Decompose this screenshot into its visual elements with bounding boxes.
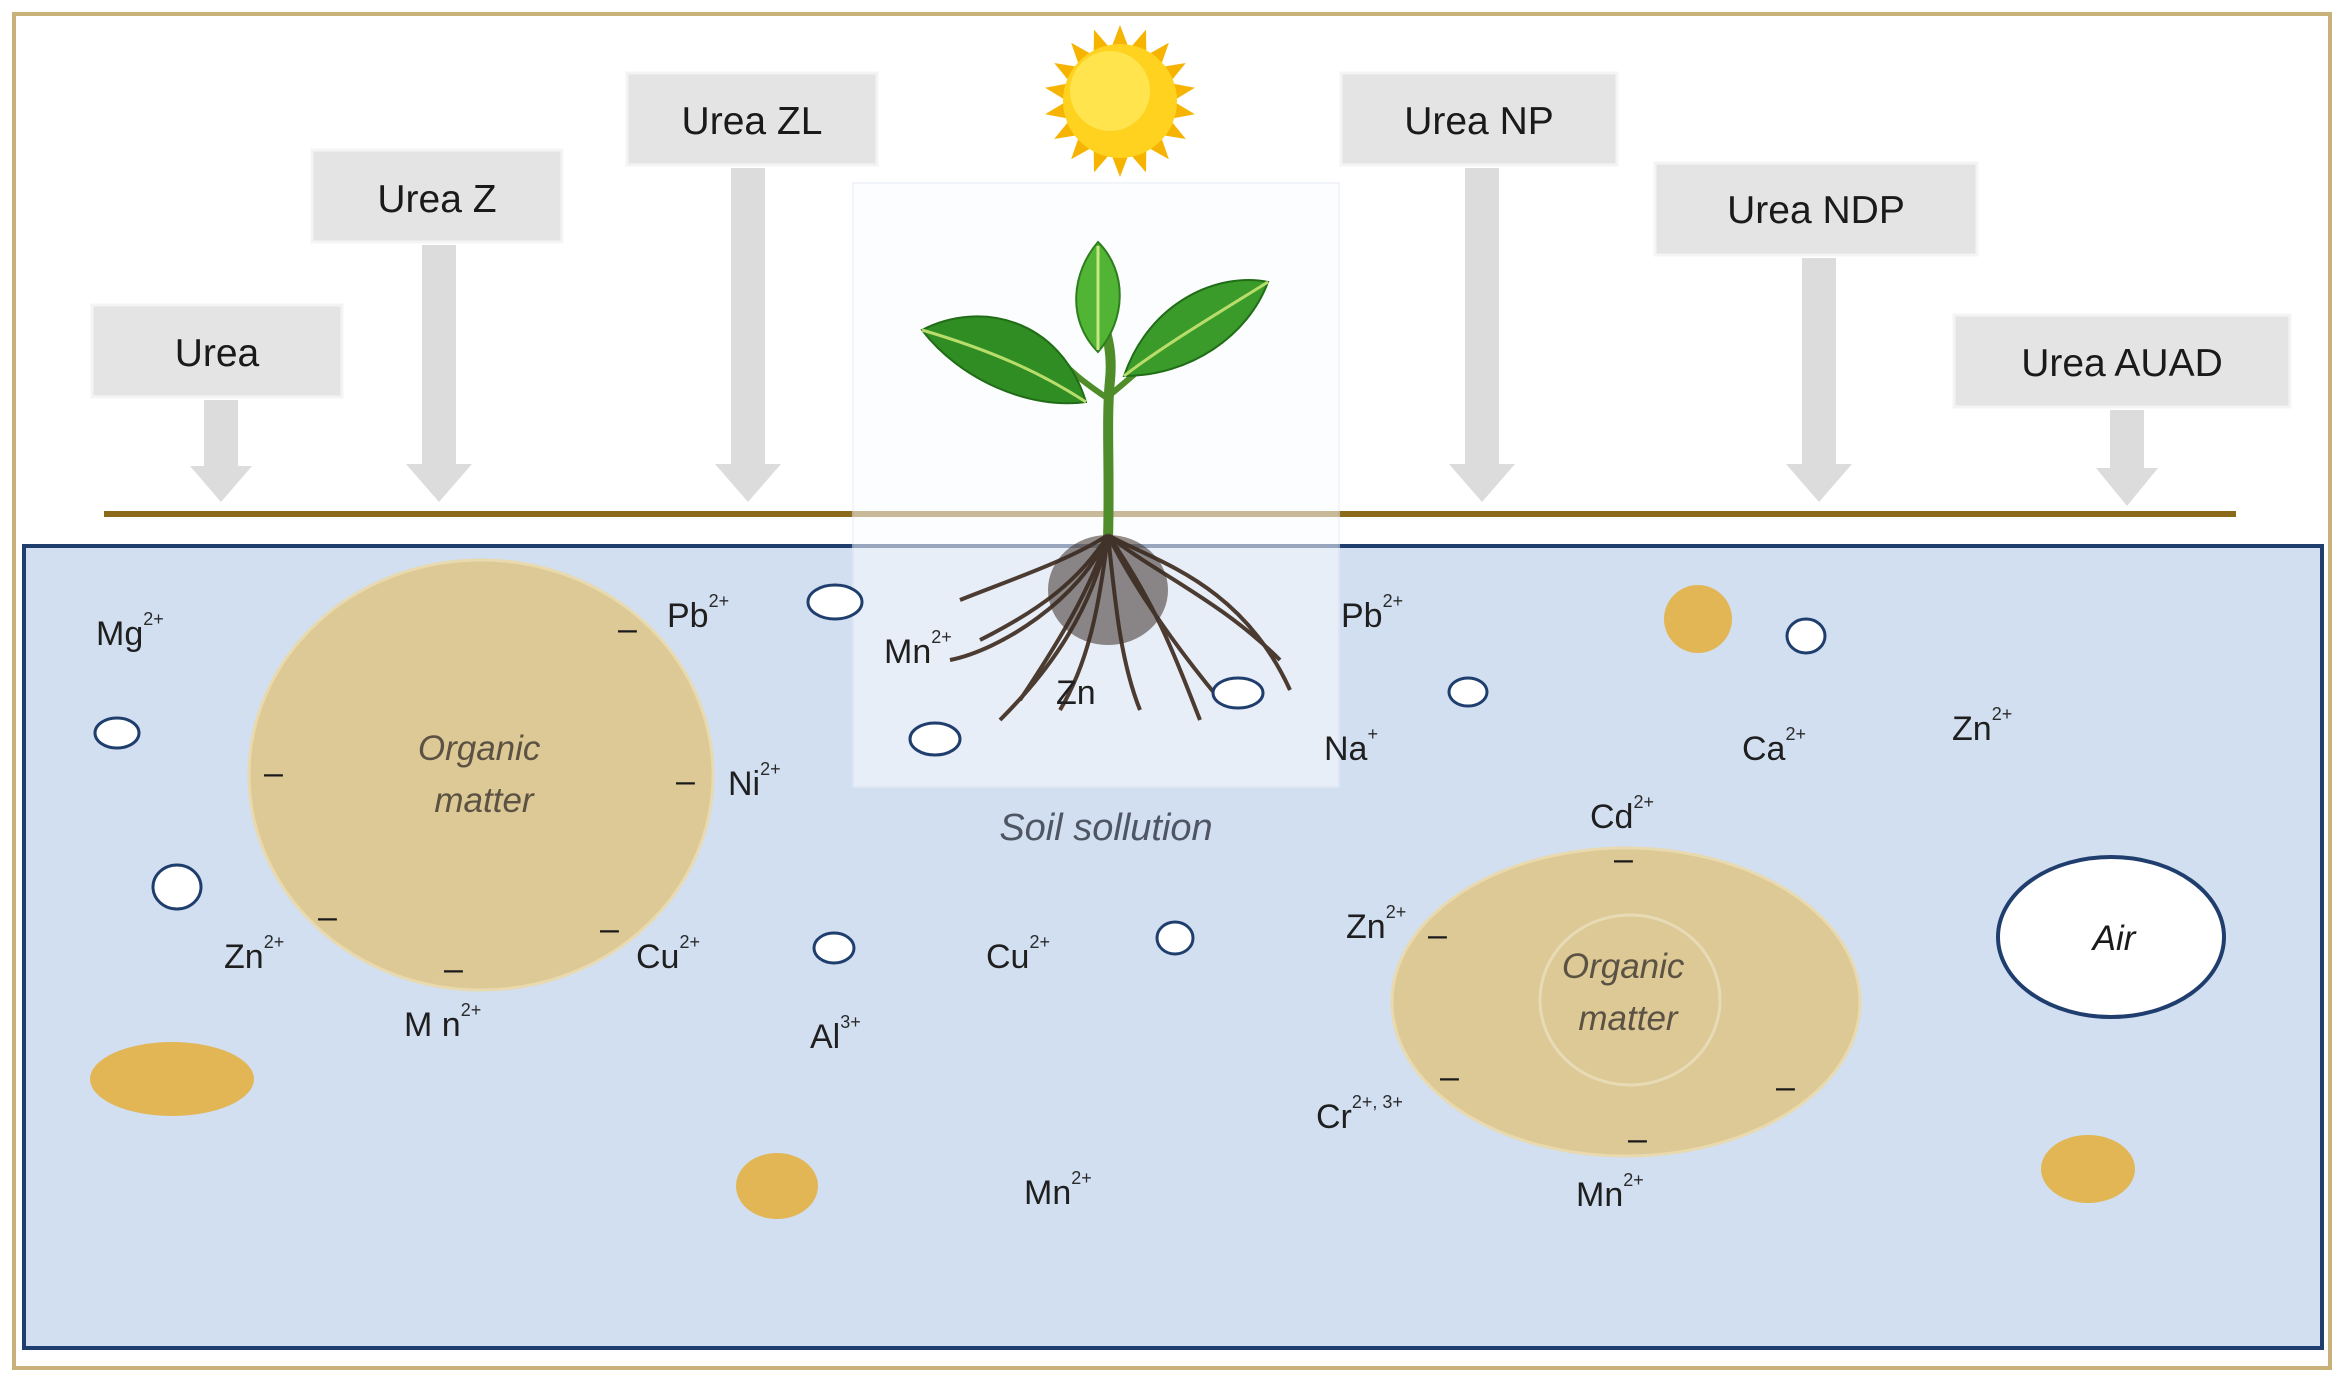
ion-label: Zn2+ (1952, 704, 2012, 748)
ion-labels: Mg2+ Pb2+ Mn2+ Zn Pb2+ Ni2+ Na+ Ca2+ Zn2… (96, 591, 2012, 1214)
fertilizer-label: Urea Z (377, 178, 496, 221)
pore (1447, 676, 1489, 708)
organic-matter-label: Organic matter (1562, 947, 1694, 1038)
ion-label: Na+ (1324, 724, 1378, 768)
ion-label: Pb2+ (1341, 591, 1403, 635)
ion-label: Ca2+ (1742, 724, 1806, 768)
negative-charge: – (1614, 840, 1633, 878)
seedling-with-roots-icon (920, 240, 1292, 722)
ion-label: Mn2+ (884, 627, 952, 671)
ion-label: Zn (1056, 674, 1096, 712)
ion-label: Zn2+ (224, 932, 284, 976)
sun-icon (1045, 25, 1195, 177)
fertilizer-urea-np: Urea NP (1339, 71, 1619, 502)
negative-charge: – (264, 754, 283, 792)
organic-matter-label: Organic matter (418, 729, 550, 820)
negative-charge: – (1776, 1068, 1795, 1106)
arrow-down-icon (1449, 168, 1515, 502)
ion-label: Pb2+ (667, 591, 729, 635)
negative-charge: – (1628, 1120, 1647, 1158)
mineral-particles (90, 585, 2135, 1219)
particle (736, 1153, 818, 1219)
arrow-down-icon (1786, 258, 1852, 502)
arrow-down-icon (190, 400, 252, 502)
water-pores (93, 583, 1827, 965)
fertilizer-urea-auad: Urea AUAD (1952, 313, 2292, 506)
ion-label: Mn2+ (1576, 1170, 1644, 1214)
pore (1155, 920, 1195, 956)
pore (1211, 676, 1265, 710)
pore (806, 583, 864, 621)
fertilizer-label: Urea ZL (682, 100, 823, 143)
negative-charge: – (618, 610, 637, 648)
negative-charge: – (318, 898, 337, 936)
particle (2041, 1135, 2135, 1203)
particle (90, 1042, 254, 1116)
organic-matter-2: Organic matter – – – – – (1390, 840, 1862, 1158)
ion-label: Mn2+ (1024, 1168, 1092, 1212)
fertilizer-urea-z: Urea Z (310, 148, 564, 502)
particle (1664, 585, 1732, 653)
pore (151, 863, 203, 911)
arrow-down-icon (715, 168, 781, 502)
organic-matter-1: Organic matter – – – – – – (247, 558, 715, 992)
pore (908, 721, 962, 757)
negative-charge: – (600, 910, 619, 948)
negative-charge: – (676, 762, 695, 800)
ion-label: M n2+ (404, 1000, 481, 1044)
ion-label: Cu2+ (986, 932, 1050, 976)
ion-label: Cu2+ (636, 932, 700, 976)
ion-label: Cr2+, 3+ (1316, 1092, 1403, 1136)
fertilizer-label: Urea (175, 332, 260, 375)
negative-charge: – (1440, 1058, 1459, 1096)
fertilizer-urea-ndp: Urea NDP (1653, 161, 1979, 502)
fertilizer-urea: Urea (90, 303, 344, 502)
negative-charge: – (1428, 916, 1447, 954)
arrow-down-icon (406, 245, 472, 502)
pore (93, 716, 141, 750)
soil-solution-label: Soil sollution (999, 807, 1212, 849)
ion-label: Ni2+ (728, 759, 781, 803)
ion-label: Zn2+ (1346, 902, 1406, 946)
air-label: Air (2091, 919, 2137, 958)
pore (1785, 617, 1827, 655)
fertilizer-urea-zl: Urea ZL (625, 71, 879, 502)
negative-charge: – (444, 950, 463, 988)
fertilizer-label: Urea NDP (1727, 189, 1905, 232)
fertilizer-label: Urea NP (1404, 100, 1554, 143)
arrow-down-icon (2096, 410, 2158, 506)
ion-label: Mg2+ (96, 609, 164, 653)
ion-label: Al3+ (810, 1012, 861, 1056)
air-pocket: Air (1996, 855, 2226, 1019)
ion-label: Cd2+ (1590, 792, 1654, 836)
pore (812, 931, 856, 965)
fertilizer-label: Urea AUAD (2021, 342, 2223, 385)
